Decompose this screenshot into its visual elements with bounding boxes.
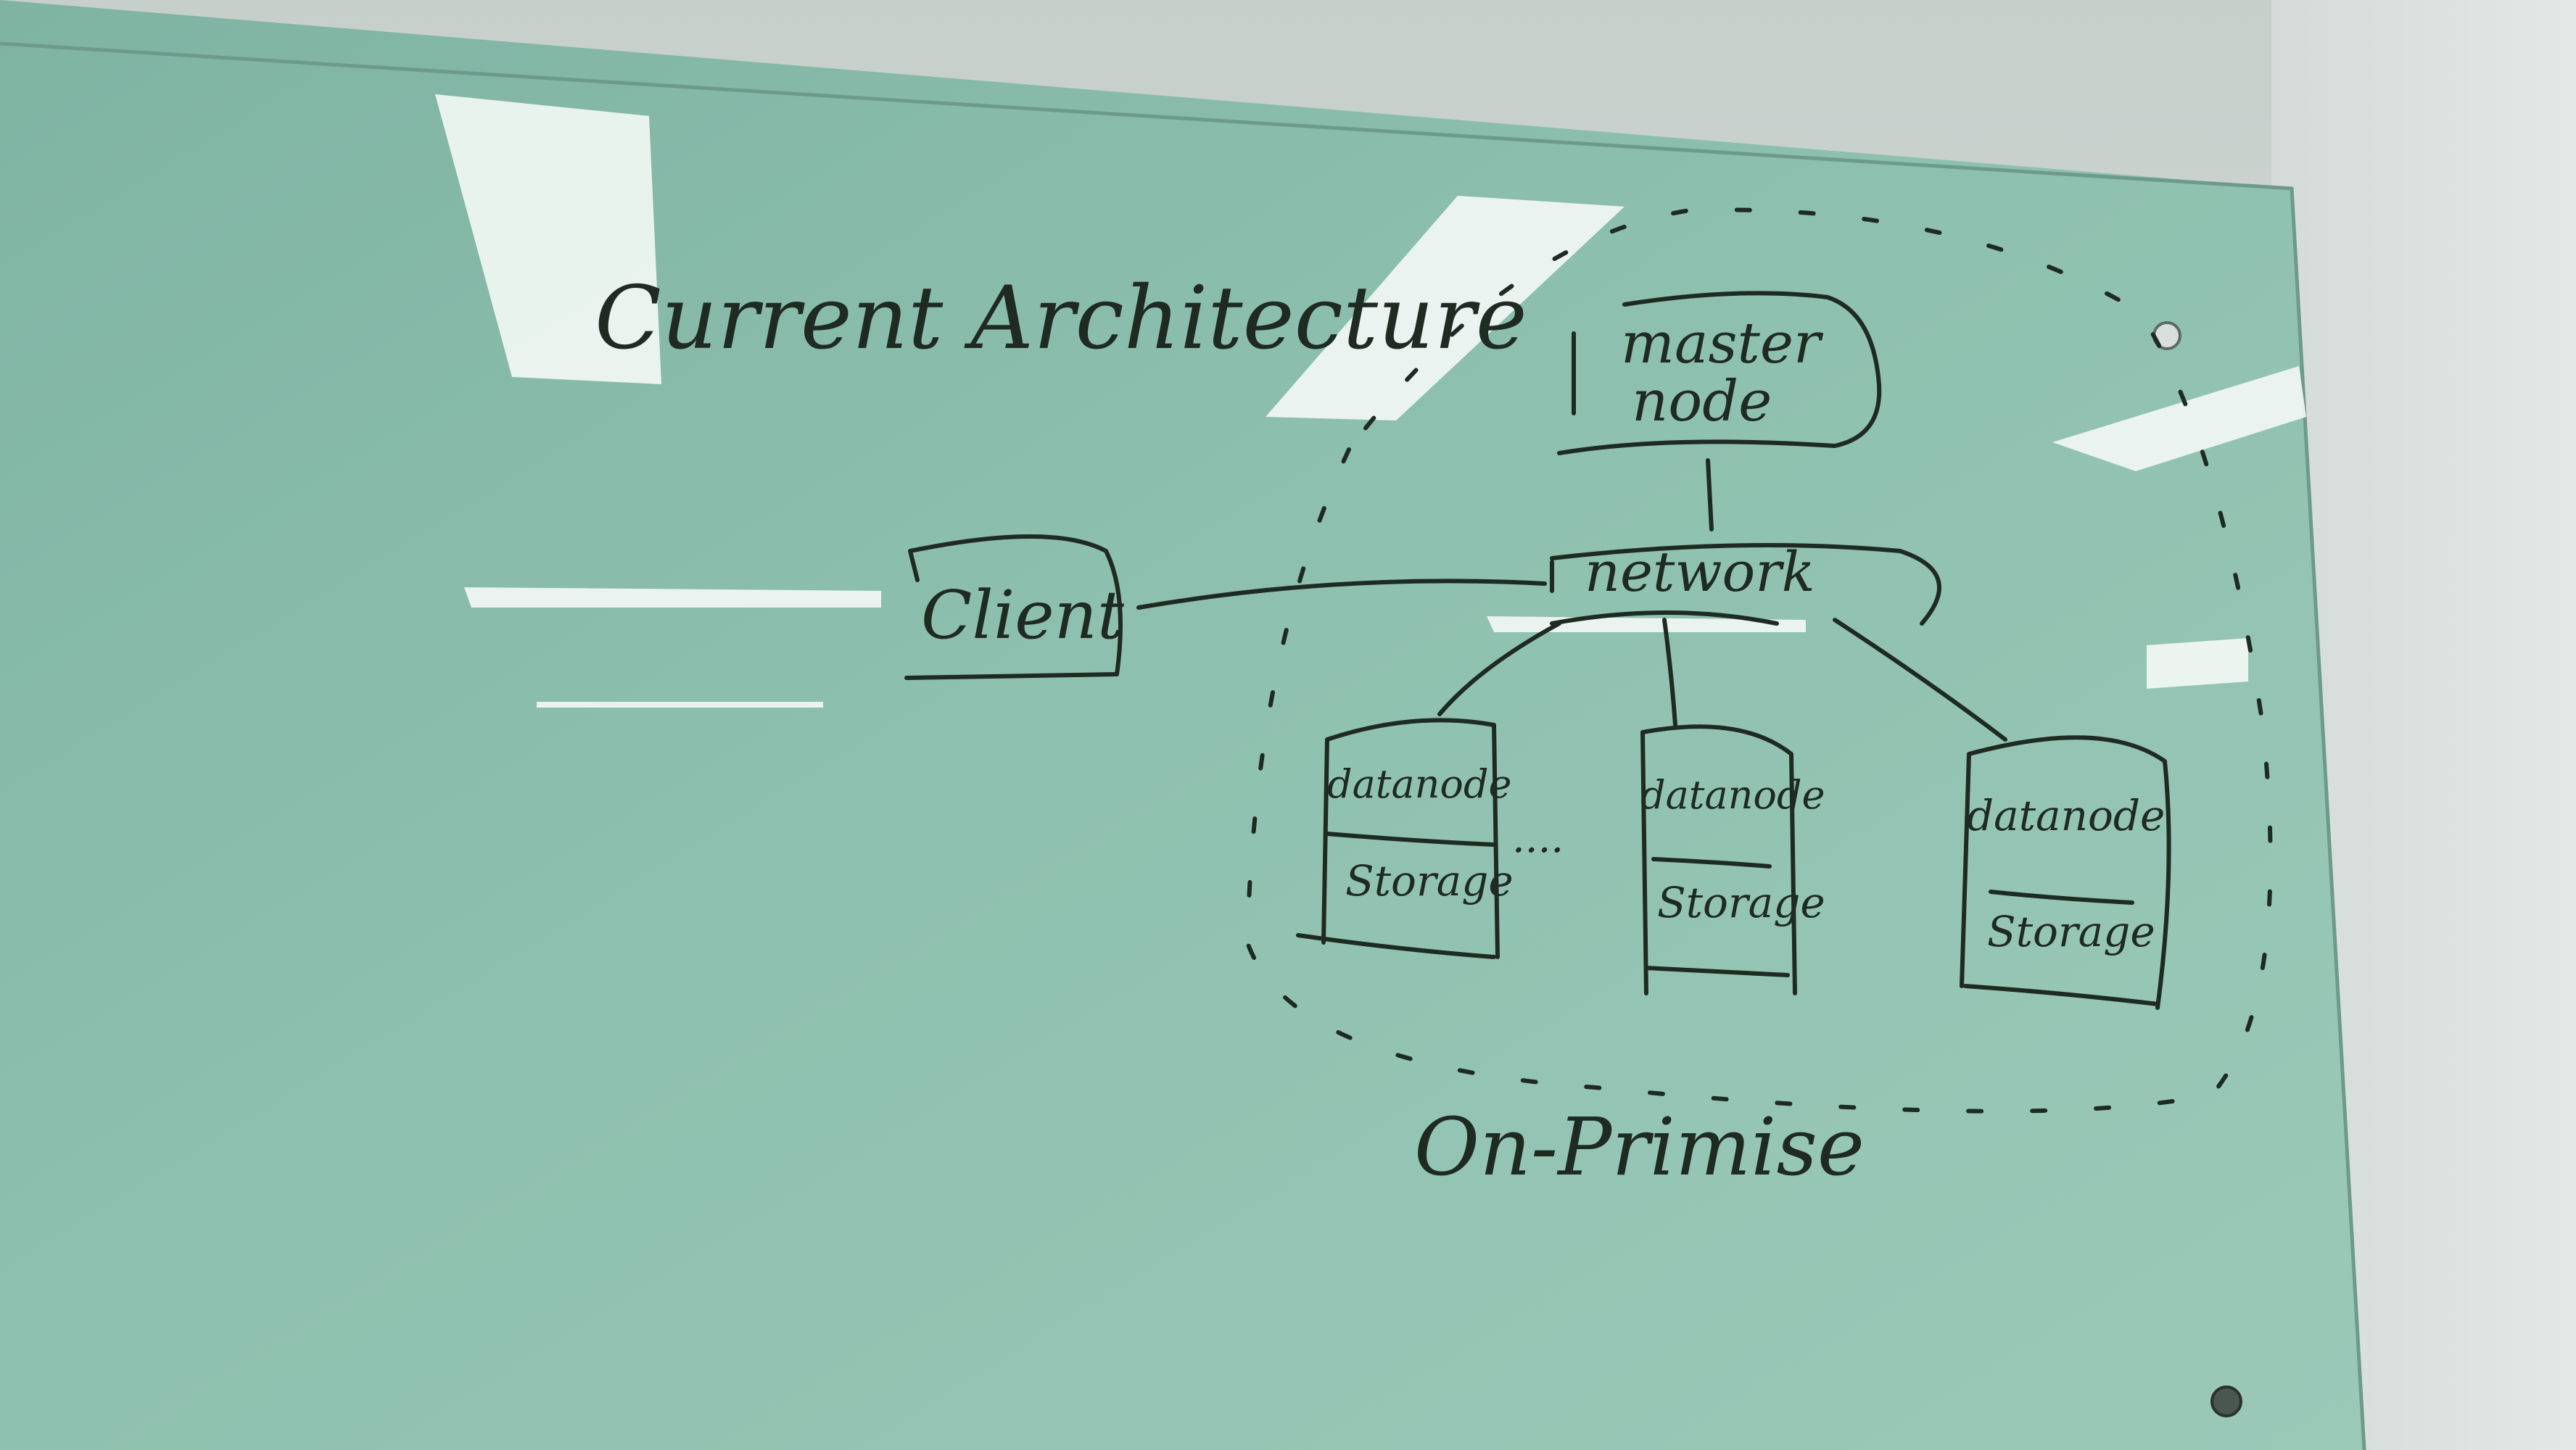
light-reflection xyxy=(1266,196,1625,420)
storage-label: Storage xyxy=(1657,878,1825,927)
master-node-box xyxy=(1557,291,1882,455)
client-label: Client xyxy=(921,576,1125,654)
datanode-label: datanode xyxy=(1640,772,1825,818)
storage-label: Storage xyxy=(1345,856,1514,906)
light-reflection xyxy=(2052,366,2306,471)
datanode-box xyxy=(1640,724,1797,995)
client-box xyxy=(904,534,1123,680)
ceiling-light-reflections xyxy=(435,94,2306,708)
network-box xyxy=(1550,543,1941,626)
mounting-screw xyxy=(2210,1385,2242,1417)
glass-edge xyxy=(0,41,2366,1450)
datanode-label: datanode xyxy=(1967,791,2165,840)
datanode-box xyxy=(1296,718,1500,959)
board-title: Current Architecture xyxy=(595,268,1527,369)
network-datanode-link xyxy=(1833,618,2007,742)
client-network-link xyxy=(1136,579,1547,610)
datanode-label: datanode xyxy=(1327,761,1511,807)
datanode-box xyxy=(1960,735,2171,1010)
light-reflection xyxy=(464,587,881,608)
more-datanodes-ellipsis: .... xyxy=(1512,815,1564,862)
master-node-label-line1: master xyxy=(1621,311,1824,376)
storage-label: Storage xyxy=(1987,907,2155,956)
light-reflection xyxy=(435,94,661,384)
network-datanode-link xyxy=(1662,618,1677,727)
network-label: network xyxy=(1585,539,1815,604)
master-node-label-line2: node xyxy=(1632,369,1772,434)
on-premise-label: On-Primise xyxy=(1414,1101,1865,1193)
network-datanode-link xyxy=(1437,621,1561,716)
master-network-link xyxy=(1706,458,1714,531)
light-reflection xyxy=(537,702,823,708)
glass-panel xyxy=(0,0,2364,1450)
light-reflection xyxy=(2147,638,2248,689)
